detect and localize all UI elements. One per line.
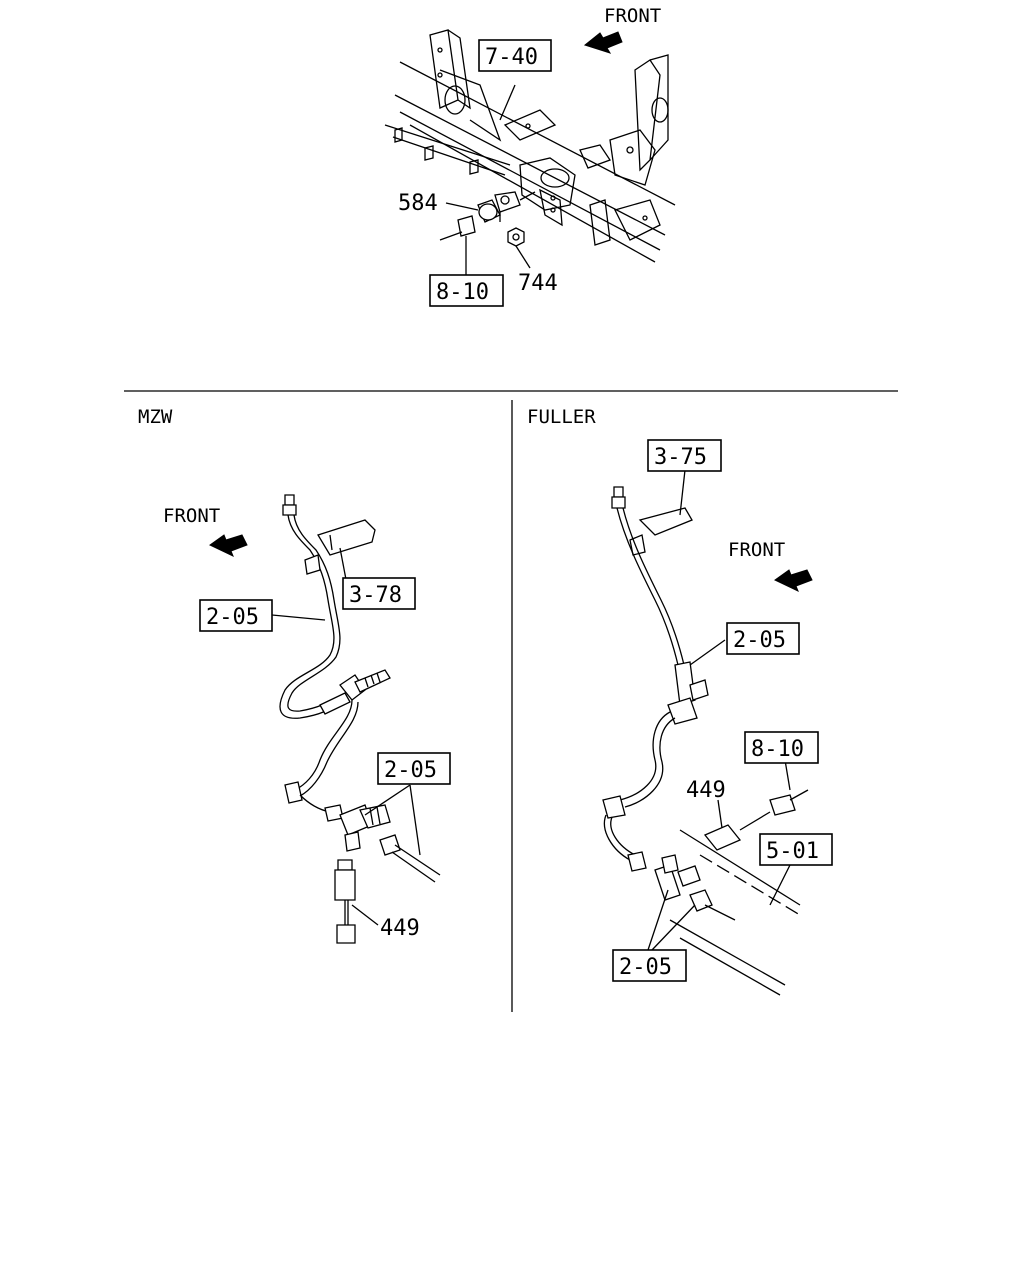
ref-box-3-78[interactable]: 3-78 (342, 577, 416, 610)
ref-box-2-05-mzw-a[interactable]: 2-05 (199, 599, 273, 632)
ref-box-2-05-mzw-b-label: 2-05 (384, 758, 437, 783)
mzw-part-449-label: 449 (380, 916, 420, 941)
top-front-label: FRONT (604, 5, 661, 27)
ref-box-2-05-fuller-a[interactable]: 2-05 (726, 622, 800, 655)
mzw-front-arrow-icon (209, 534, 248, 558)
ref-box-8-10-fuller-label: 8-10 (751, 737, 804, 762)
fuller-front-label: FRONT (728, 539, 785, 561)
ref-box-2-05-fuller-b-label: 2-05 (619, 955, 672, 980)
ref-box-3-75[interactable]: 3-75 (647, 439, 722, 472)
ref-box-2-05-fuller-b[interactable]: 2-05 (612, 949, 687, 982)
fuller-hose-assembly (602, 469, 809, 996)
ref-box-8-10-top-label: 8-10 (436, 280, 489, 305)
ref-box-2-05-mzw-a-label: 2-05 (206, 605, 259, 630)
mzw-title: MZW (138, 406, 173, 428)
fuller-front-arrow-icon (774, 569, 813, 593)
mzw-front-label: FRONT (163, 505, 220, 527)
ref-box-8-10-top[interactable]: 8-10 (429, 274, 504, 307)
ref-box-7-40-label: 7-40 (485, 45, 538, 70)
ref-box-5-01-label: 5-01 (766, 839, 819, 864)
ref-box-7-40[interactable]: 7-40 (478, 39, 552, 72)
ref-box-3-75-label: 3-75 (654, 445, 707, 470)
part-744-label: 744 (518, 271, 558, 296)
top-frame-assembly (384, 29, 676, 275)
fuller-title: FULLER (527, 406, 596, 428)
ref-box-2-05-fuller-a-label: 2-05 (733, 628, 786, 653)
part-584-label: 584 (398, 191, 438, 216)
ref-box-2-05-mzw-b[interactable]: 2-05 (377, 752, 451, 785)
top-front-arrow-icon (583, 31, 623, 54)
ref-box-3-78-label: 3-78 (349, 583, 402, 608)
mzw-hose-assembly (271, 494, 441, 944)
ref-box-8-10-fuller[interactable]: 8-10 (744, 731, 819, 764)
fuller-part-449-label: 449 (686, 778, 726, 803)
ref-box-5-01[interactable]: 5-01 (759, 833, 833, 866)
